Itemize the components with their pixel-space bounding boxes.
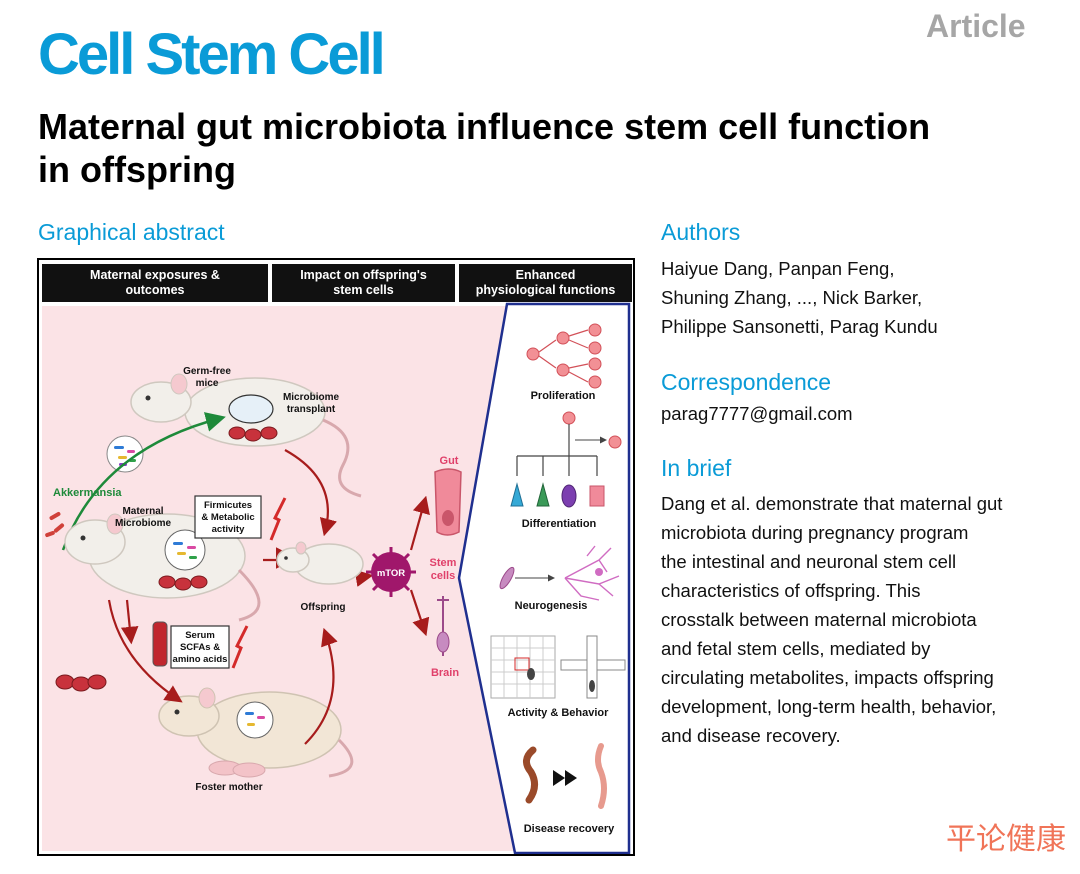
correspondence-email[interactable]: parag7777@gmail.com — [661, 403, 853, 424]
offspring-mouse-illustration — [276, 541, 364, 585]
correspondence-heading: Correspondence — [661, 369, 832, 395]
label-gut: Gut — [440, 455, 459, 467]
firmicutes-box — [194, 495, 262, 539]
label-mtor: mTOR — [377, 568, 405, 579]
gut-cell-icon — [434, 468, 462, 536]
authors-line: Philippe Sansonetti, Parag Kundu — [661, 316, 938, 337]
label-firmicutes: & Metabolic — [201, 512, 254, 523]
arrow-to-mtor — [354, 569, 374, 587]
label-neurogenesis: Neurogenesis — [515, 600, 588, 612]
cecum-icon — [55, 674, 107, 692]
label-serum: SCFAs & — [180, 642, 220, 653]
label-offspring: Offspring — [301, 602, 346, 613]
in-brief-line: and fetal stem cells, mediated by — [661, 638, 931, 659]
in-brief-line: characteristics of offspring. This — [661, 580, 921, 601]
label-serum: amino acids — [173, 654, 228, 665]
journal-logo: Cell Stem Cell — [38, 22, 386, 87]
in-brief-line: circulating metabolites, impacts offspri… — [661, 667, 994, 688]
differentiation-illustration — [510, 411, 622, 508]
foster-mother-illustration — [158, 687, 354, 778]
in-brief-heading: In brief — [661, 455, 732, 481]
label-serum: Serum — [185, 630, 215, 641]
in-brief-line: the intestinal and neuronal stem cell — [661, 551, 957, 572]
arrow-to-foster — [107, 599, 183, 703]
article-title: Maternal gut microbiota influence stem c… — [38, 105, 1068, 191]
mtor-icon — [366, 547, 416, 597]
arrow-to-brain — [409, 589, 430, 637]
arrow-to-gut — [409, 495, 430, 551]
graphical-abstract-figure: Maternal exposures &outcomes Impact on o… — [37, 258, 635, 856]
label-firmicutes: Firmicutes — [204, 500, 252, 511]
article-title-line-1: Maternal gut microbiota influence stem c… — [38, 106, 931, 147]
authors-heading: Authors — [661, 219, 741, 245]
column-header-text: Maternal exposures & — [90, 268, 220, 282]
proliferation-illustration — [526, 323, 602, 389]
authors-line: Shuning Zhang, ..., Nick Barker, — [661, 287, 923, 308]
column-header-text: Enhanced — [515, 268, 576, 282]
label-stem-cells: cells — [431, 570, 455, 582]
serum-box — [170, 625, 230, 669]
in-brief-line: and disease recovery. — [661, 725, 841, 746]
column-header-maternal: Maternal exposures &outcomes — [42, 264, 268, 302]
label-disease-recovery: Disease recovery — [524, 823, 615, 835]
neuron-icon — [436, 596, 450, 656]
label-maternal-microbiome: Maternal — [122, 506, 163, 517]
in-brief-line: development, long-term health, behavior, — [661, 696, 997, 717]
label-germ-free: Germ-free — [183, 366, 231, 377]
label-akkermansia: Akkermansia — [53, 487, 122, 499]
article-type-label: Article — [926, 8, 1026, 44]
graphical-abstract-heading: Graphical abstract — [38, 219, 225, 245]
arrow-to-serum — [120, 599, 139, 645]
neurogenesis-illustration — [499, 545, 620, 601]
label-germ-free: mice — [196, 378, 219, 389]
label-stem-cells: Stem — [430, 557, 457, 569]
article-title-line-2: in offspring — [38, 149, 236, 190]
authors-line: Haiyue Dang, Panpan Feng, — [661, 258, 895, 279]
label-proliferation: Proliferation — [531, 390, 596, 402]
label-maternal-microbiome: Microbiome — [115, 518, 172, 529]
label-firmicutes: activity — [212, 524, 245, 535]
in-brief-line: crosstalk between maternal microbiota — [661, 609, 977, 630]
increase-icon — [231, 625, 249, 669]
column-header-text: Impact on offspring's — [300, 268, 427, 282]
blood-tube-icon — [152, 621, 168, 667]
label-microbiome-transplant: Microbiome — [283, 392, 340, 403]
column-header-text: outcomes — [125, 283, 185, 297]
authors-list: Haiyue Dang, Panpan Feng, Shuning Zhang,… — [661, 254, 1066, 341]
increase-icon — [269, 497, 287, 541]
label-microbiome-transplant: transplant — [287, 404, 336, 415]
akkermansia-bacteria-icon — [45, 512, 65, 538]
arrow-to-offspring — [284, 449, 337, 537]
microbiota-cluster-icon — [106, 435, 144, 473]
arrow-to-offspring — [304, 627, 338, 745]
activity-behavior-illustration — [490, 635, 626, 699]
disease-recovery-illustration — [523, 743, 607, 809]
column-header-text: physiological functions — [475, 283, 616, 297]
in-brief-text: Dang et al. demonstrate that maternal gu… — [661, 489, 1071, 750]
in-brief-line: microbiota during pregnancy program — [661, 522, 969, 543]
column-header-text: stem cells — [333, 283, 394, 297]
label-differentiation: Differentiation — [522, 518, 597, 530]
in-brief-line: Dang et al. demonstrate that maternal gu… — [661, 493, 1003, 514]
label-activity-behavior: Activity & Behavior — [508, 707, 610, 719]
abstract-illustration: Germ-free mice Microbiome transplant Akk… — [42, 302, 631, 854]
watermark: 平论健康 — [946, 823, 1066, 856]
label-brain: Brain — [431, 667, 459, 679]
label-foster-mother: Foster mother — [195, 782, 262, 793]
